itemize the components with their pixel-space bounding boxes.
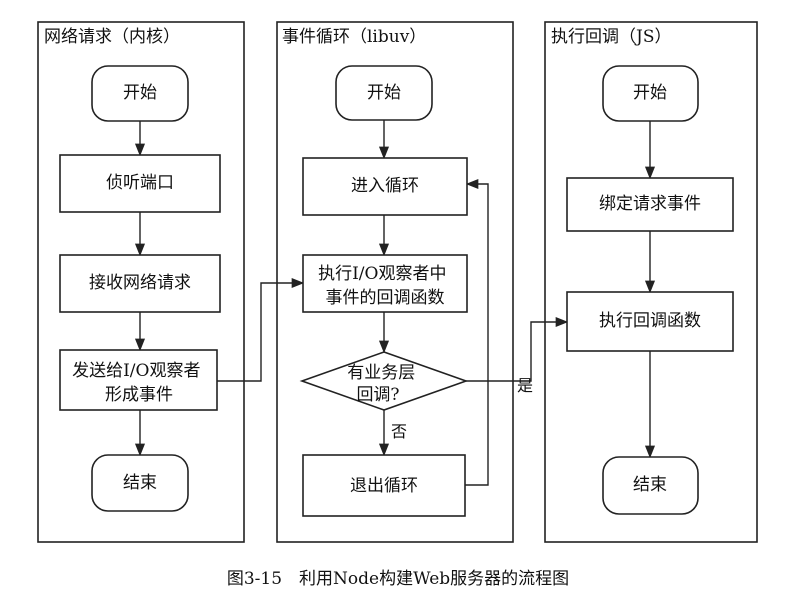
terminal-shape xyxy=(91,454,189,512)
node-exit-loop-label: 退出循环 xyxy=(350,476,418,496)
node-exit-loop: 退出循环 xyxy=(302,454,466,517)
node-run-observer-callbacks-line-1: 执行I/O观察者中 xyxy=(318,264,446,284)
node-bind-event-label: 绑定请求事件 xyxy=(599,194,701,214)
process-shape xyxy=(302,157,468,216)
node-net-end: 结束 xyxy=(91,454,189,512)
node-run-observer-callbacks-line-2: 事件的回调函数 xyxy=(326,288,445,308)
node-listen-port-label: 侦听端口 xyxy=(106,173,174,193)
node-run-callback: 执行回调函数 xyxy=(566,291,734,352)
edge-label-yes: 是 xyxy=(517,376,533,395)
process-shape xyxy=(59,254,221,313)
edge-label-no: 否 xyxy=(391,422,407,441)
node-enter-loop-label: 进入循环 xyxy=(351,176,419,196)
process-shape xyxy=(302,454,466,517)
node-net-start: 开始 xyxy=(91,65,189,122)
edges xyxy=(134,120,656,486)
process-shape xyxy=(566,177,734,232)
node-enter-loop: 进入循环 xyxy=(302,157,468,216)
node-loop-start-label: 开始 xyxy=(367,83,401,103)
node-net-start-label: 开始 xyxy=(123,83,157,103)
node-receive-request-label: 接收网络请求 xyxy=(89,273,191,293)
node-send-to-observer: 发送给I/O观察者 形成事件 xyxy=(59,349,218,411)
terminal-shape xyxy=(602,65,699,122)
figure-caption: 图3-15 利用Node构建Web服务器的流程图 xyxy=(226,569,570,589)
edge-send-to-loop xyxy=(217,277,305,382)
node-listen-port: 侦听端口 xyxy=(59,154,221,213)
node-send-to-observer-label: 发送给I/O观察者 形成事件 xyxy=(72,361,206,405)
edge-decision-yes xyxy=(466,316,569,382)
node-has-callback-line-1: 有业务层 xyxy=(347,363,415,383)
process-shape xyxy=(59,349,218,411)
process-shape xyxy=(59,154,221,213)
node-has-callback: 有业务层 回调? xyxy=(299,351,469,411)
node-bind-event: 绑定请求事件 xyxy=(566,177,734,232)
process-shape xyxy=(302,254,468,313)
node-cb-end-label: 结束 xyxy=(633,475,667,495)
node-loop-start: 开始 xyxy=(335,65,433,121)
node-has-callback-line-2: 回调? xyxy=(356,385,399,405)
node-cb-start: 开始 xyxy=(602,65,699,122)
node-run-observer-callbacks-label: 执行I/O观察者中 事件的回调函数 xyxy=(318,264,452,308)
node-run-callback-label: 执行回调函数 xyxy=(599,311,701,331)
node-cb-end: 结束 xyxy=(602,456,699,515)
terminal-shape xyxy=(91,65,189,122)
edge-exit-loop-back xyxy=(465,178,489,486)
node-receive-request: 接收网络请求 xyxy=(59,254,221,313)
node-net-end-label: 结束 xyxy=(123,473,157,493)
lane-network-title: 网络请求（内核） xyxy=(44,27,180,47)
process-shape xyxy=(566,291,734,352)
decision-shape xyxy=(299,351,469,411)
node-send-to-observer-line-1: 发送给I/O观察者 xyxy=(72,361,200,381)
terminal-shape xyxy=(602,456,699,515)
node-has-callback-label: 有业务层 回调? xyxy=(347,363,420,405)
terminal-shape xyxy=(335,65,433,121)
node-run-observer-callbacks: 执行I/O观察者中 事件的回调函数 xyxy=(302,254,468,313)
lane-callback-title: 执行回调（JS） xyxy=(551,27,671,47)
node-cb-start-label: 开始 xyxy=(633,83,667,103)
lane-event-loop-title: 事件循环（libuv） xyxy=(282,27,426,47)
node-send-to-observer-line-2: 形成事件 xyxy=(105,385,173,405)
